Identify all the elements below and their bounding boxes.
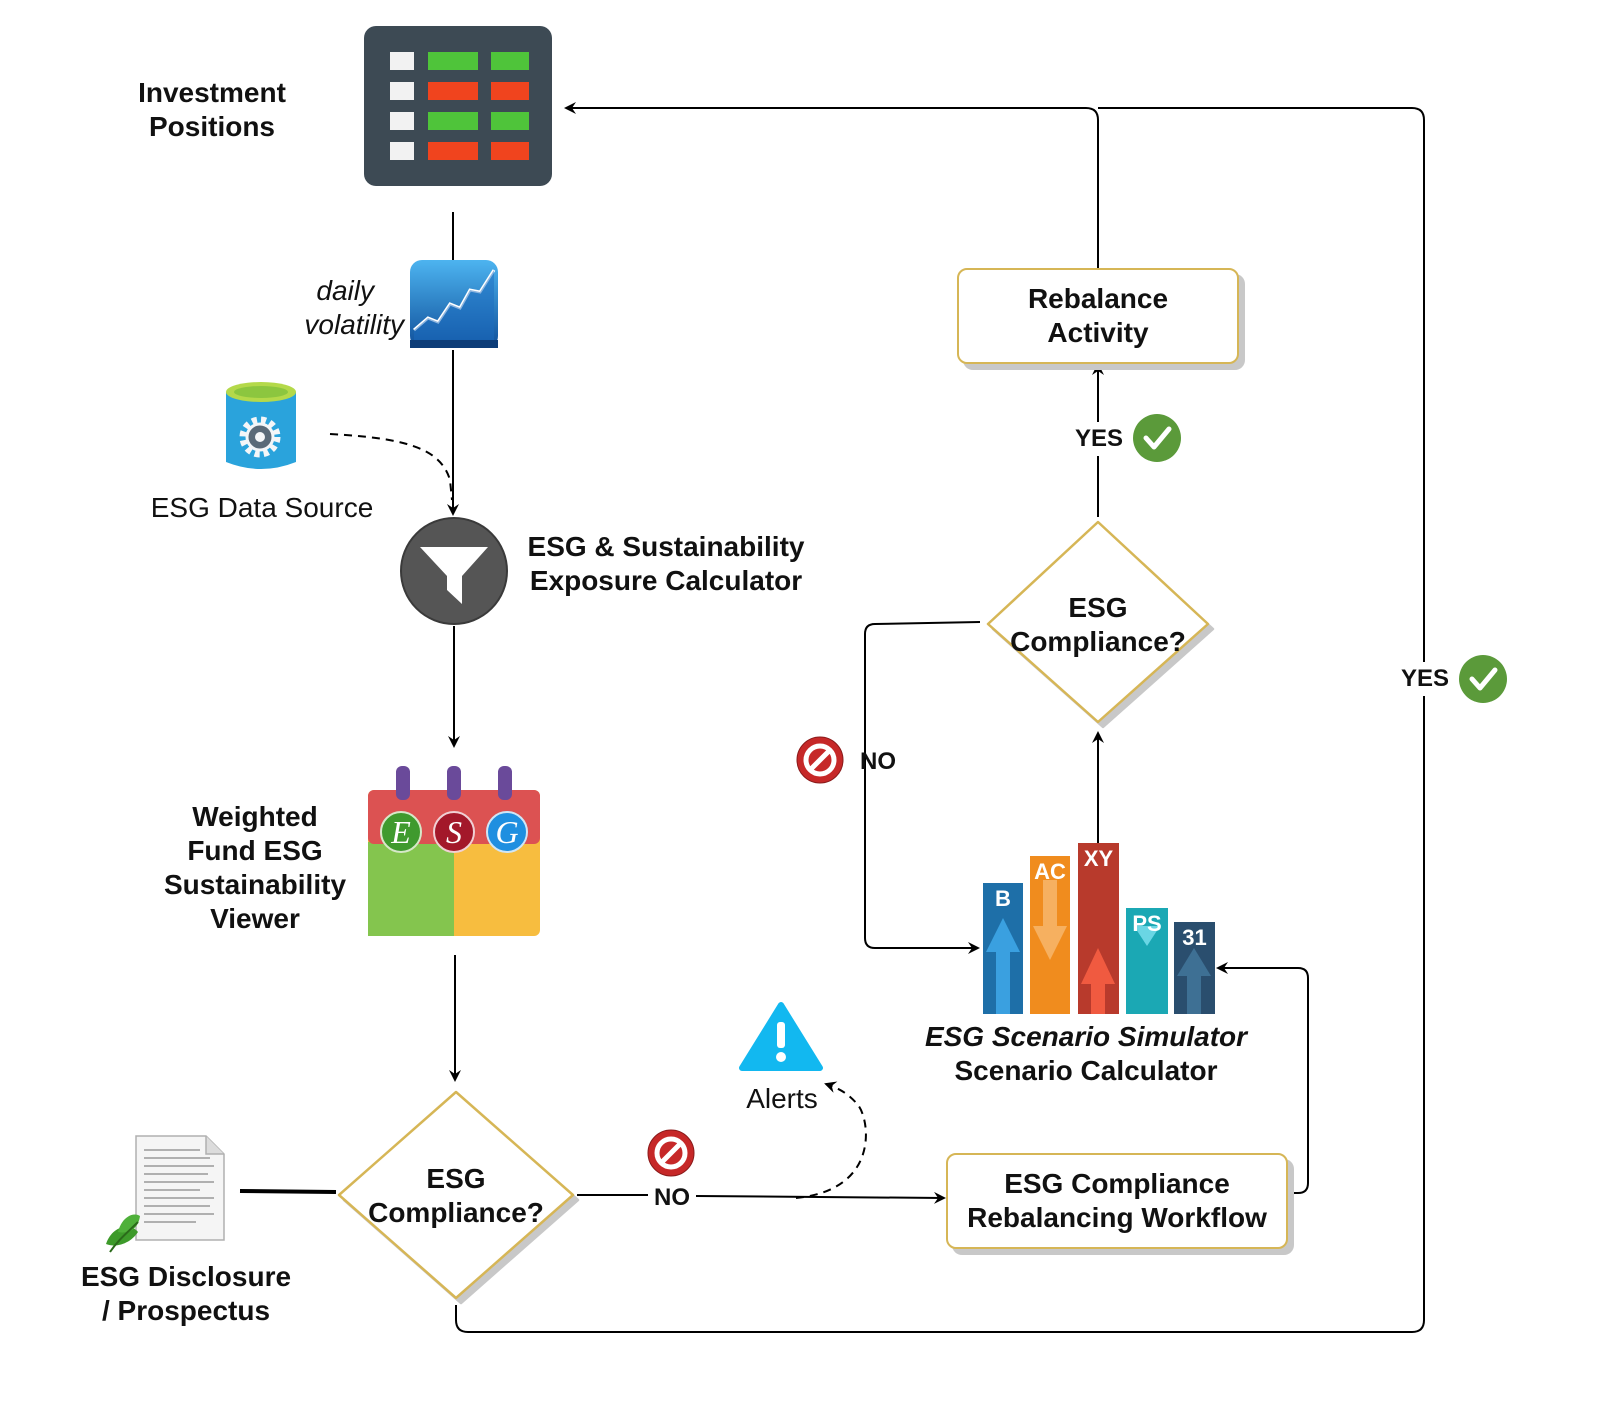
scenario-simulator-line2: Scenario Calculator: [954, 1055, 1218, 1086]
esg-data-source-label: ESG Data Source: [150, 492, 374, 523]
check-circle-icon: [1459, 655, 1507, 703]
daily-volatility-line1: daily: [316, 275, 374, 306]
fund-viewer-line4: Viewer: [210, 903, 300, 934]
fund-viewer-line2: Fund ESG: [187, 835, 323, 866]
fund-viewer-line3: Sustainability: [163, 869, 347, 900]
compliance-bottom-line1: ESG: [426, 1163, 486, 1194]
daily-volatility-line2: volatility: [304, 309, 404, 340]
compliance-top-diamond: [986, 520, 1210, 724]
funnel-icon: [400, 517, 508, 625]
compliance-bottom-line2: Compliance?: [368, 1197, 544, 1228]
compliance-top-line2: Compliance?: [1010, 626, 1186, 657]
rebalance-activity-box[interactable]: Rebalance Activity: [957, 268, 1239, 364]
bar-ac-label: AC: [1034, 859, 1066, 884]
edge-label-no-bottom: NO: [648, 1181, 696, 1215]
bar-31-label: 31: [1182, 925, 1207, 950]
rebalancing-workflow-line2: Rebalancing Workflow: [967, 1202, 1267, 1233]
no-entry-icon: [647, 1129, 695, 1177]
edge-label-yes-top: YES: [1066, 422, 1132, 456]
esg-disclosure-label: ESG Disclosure / Prospectus: [62, 1260, 310, 1328]
investment-positions-line2: Positions: [148, 111, 275, 142]
bar-xy-label: XY: [1083, 846, 1114, 871]
compliance-bottom-label: ESG Compliance?: [356, 1162, 556, 1230]
compliance-top-line1: ESG: [1068, 592, 1128, 623]
compliance-bottom-diamond: [337, 1090, 575, 1300]
rebalancing-workflow-line1: ESG Compliance: [1004, 1168, 1230, 1199]
fund-viewer-line1: Weighted: [192, 801, 318, 832]
letter-s: S: [446, 814, 462, 850]
rebalance-activity-line1: Rebalance: [1027, 283, 1169, 314]
esg-disclosure-line1: ESG Disclosure: [80, 1261, 292, 1292]
compliance-top-label: ESG Compliance?: [998, 591, 1198, 659]
database-gear-icon: [226, 382, 296, 469]
fund-viewer-label: Weighted Fund ESG Sustainability Viewer: [150, 800, 360, 936]
esg-disclosure-line2: / Prospectus: [101, 1295, 271, 1326]
letter-e: E: [391, 814, 411, 850]
edge-compliance-top-no-to-simulator: [864, 621, 981, 954]
warning-icon: [739, 1002, 823, 1071]
bar-ps-label: PS: [1132, 911, 1162, 936]
check-circle-icon: [1133, 414, 1181, 462]
exposure-calculator-line2: Exposure Calculator: [529, 565, 803, 596]
letter-g: G: [495, 814, 519, 850]
edge-label-no-left: NO: [860, 748, 896, 775]
edge-datasource-to-calculator: [329, 433, 453, 501]
no-entry-icon: [796, 736, 844, 784]
exposure-calculator-label: ESG & Sustainability Exposure Calculator: [516, 530, 816, 598]
rebalancing-workflow-box[interactable]: ESG Compliance Rebalancing Workflow: [946, 1153, 1288, 1249]
edge-workflow-to-simulator: [1216, 962, 1309, 1194]
edge-label-yes-right: YES: [1394, 662, 1456, 696]
alerts-label: Alerts: [746, 1083, 818, 1114]
edge-compliance-no-to-workflow: [577, 1195, 944, 1198]
scenario-bars-icon: [983, 843, 1215, 1014]
scenario-simulator-label: ESG Scenario Simulator Scenario Calculat…: [900, 1020, 1272, 1088]
edge-compliance-yes-to-positions: [455, 107, 1425, 1333]
edge-rebalance-to-positions: [564, 102, 1099, 268]
investment-positions-line1: Investment: [138, 77, 286, 108]
daily-volatility-label: daily volatility: [284, 274, 404, 342]
scenario-simulator-line1: ESG Scenario Simulator: [924, 1021, 1248, 1052]
investment-positions-label: Investment Positions: [120, 76, 304, 144]
spreadsheet-icon: [364, 26, 552, 186]
document-leaf-icon: [106, 1135, 225, 1253]
bar-ps: [1126, 908, 1168, 1014]
edge-no-to-alerts: [795, 1081, 867, 1199]
stock-chart-icon: [410, 260, 498, 348]
calendar-esg-icon: [368, 766, 540, 936]
exposure-calculator-line1: ESG & Sustainability: [527, 531, 805, 562]
rebalance-activity-line2: Activity: [1047, 317, 1149, 348]
bar-b-label: B: [995, 886, 1011, 911]
edge-disclosure-to-compliance: [239, 1189, 337, 1194]
